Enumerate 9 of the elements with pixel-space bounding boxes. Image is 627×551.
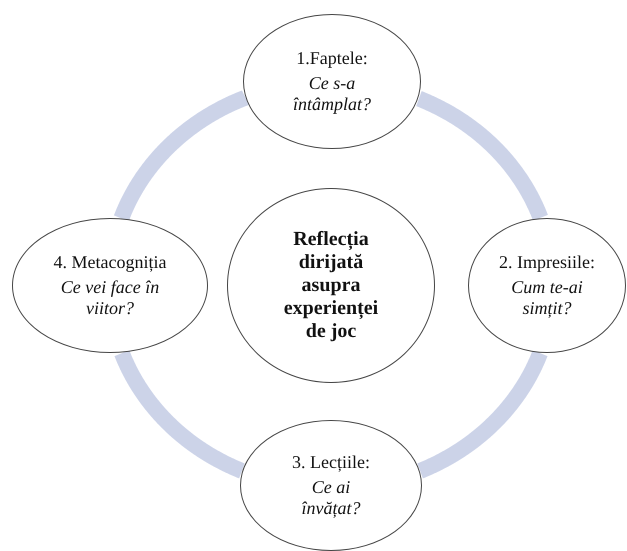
step-question: Cum te-ai simțit? — [510, 277, 584, 319]
step-question: Ce ai învățat? — [300, 477, 362, 519]
step-question: Ce vei face în viitor? — [60, 277, 160, 319]
step-heading: 3. Lecțiile: — [292, 452, 370, 474]
step-heading: 4. Metacogniția — [54, 252, 166, 274]
step-heading: 1.Faptele: — [296, 48, 368, 70]
step-question: Ce s-a întâmplat? — [292, 73, 372, 115]
step-heading: 2. Impresiile: — [499, 252, 595, 274]
central-title: Reflecția dirijată asupra experienței de joc — [282, 228, 380, 343]
